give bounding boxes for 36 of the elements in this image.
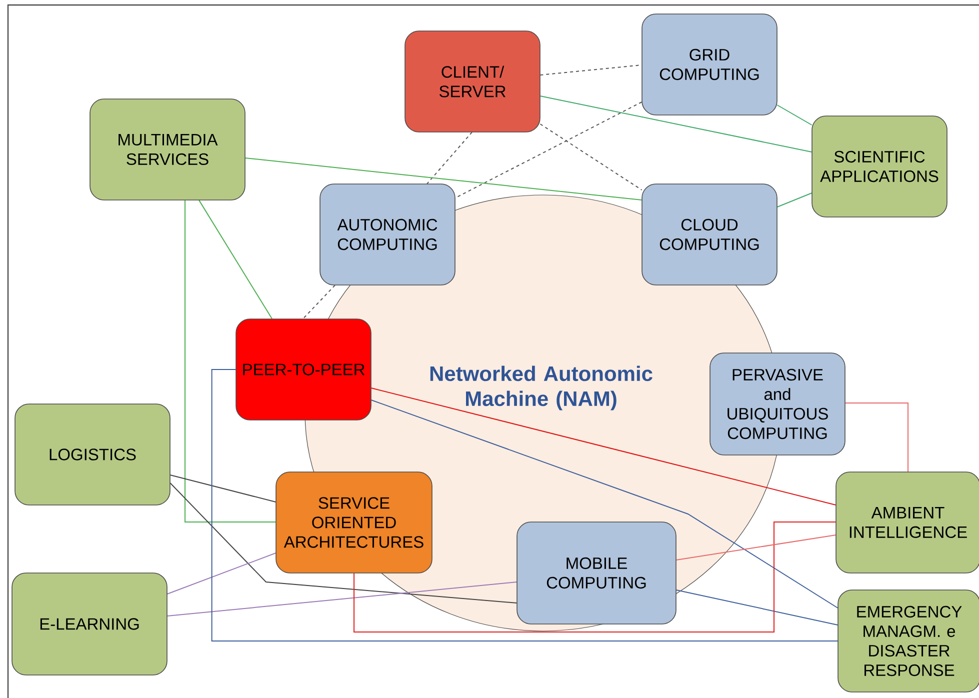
rounded-box: CLOUD COMPUTING [642,184,778,286]
connector-line [540,96,812,152]
rounded-box: LOGISTICS [14,404,170,506]
rounded-box: PEER-TO-PEER [236,318,372,420]
rounded-box: E-LEARNING [12,572,168,676]
connector-line [211,369,838,642]
rounded-box: SCIENTIFIC APPLICATIONS [812,116,948,218]
rounded-box: PERVASIVE and UBIQUITOUS COMPUTING [710,352,846,456]
connector-line [676,590,838,626]
title-text: Networked Autonomic Machine (NAM) [430,366,652,410]
rounded-box: MOBILE COMPUTING [516,522,676,624]
rounded-box: EMERGENCY MANAGM. e DISASTER RESPONSE [838,590,979,692]
connector-line [844,402,908,472]
connector-line [244,158,642,200]
connector-line [166,552,276,594]
connector-line [676,534,836,560]
connector-line [776,104,812,126]
connector-line [454,102,642,198]
connector-line [184,200,276,522]
connector-line [370,400,838,608]
connector-line [370,388,836,506]
connector-line [166,582,518,616]
rounded-box: CLIENT/ SERVER [404,30,540,132]
rounded-box: SERVICE ORIENTED ARCHITECTURES [276,472,432,574]
connector-line [302,284,336,320]
connector-line [198,200,272,320]
rounded-box: GRID COMPUTING [642,14,778,116]
connector-line [426,132,472,184]
rounded-box: AUTONOMIC COMPUTING [320,184,456,286]
connector-line [170,474,276,502]
connector-line [170,482,518,604]
rounded-box: AMBIENT INTELLIGENCE [836,472,979,574]
connector-line [540,124,642,190]
rounded-box: MULTIMEDIA SERVICES [90,98,246,200]
connector-line [354,522,836,632]
connector-line [776,192,812,208]
